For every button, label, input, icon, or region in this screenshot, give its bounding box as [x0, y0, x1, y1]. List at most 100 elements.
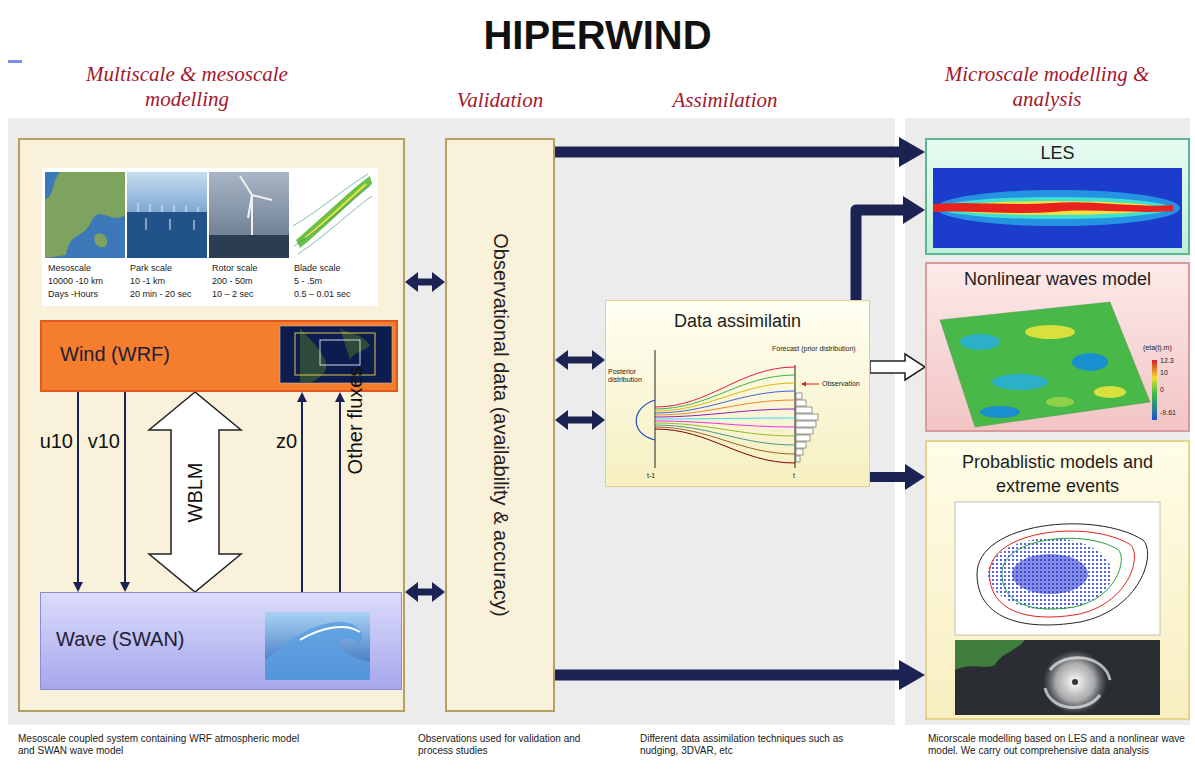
connector-line [567, 417, 593, 424]
arrow-head [405, 582, 418, 602]
connector [405, 272, 445, 292]
connector [405, 582, 445, 602]
wave-surface-part-part [1094, 386, 1126, 398]
connector [856, 196, 925, 300]
wave-surface-part [940, 302, 1150, 427]
connector-line [301, 401, 303, 592]
contour-plot-part [989, 531, 1134, 617]
box-title: Probablistic models and extreme events [927, 450, 1188, 498]
edge-label: Other fluxes [344, 366, 367, 474]
arrow-head [405, 272, 418, 292]
scale-illustration-part [127, 172, 207, 212]
box-title: Data assimilatin [606, 311, 869, 332]
box-fill [605, 300, 870, 487]
connector [555, 137, 925, 167]
ensemble-chart-part [801, 382, 806, 387]
arrow-head [73, 582, 83, 592]
connector [73, 392, 83, 592]
scale-illustration-part [138, 203, 198, 230]
connector-line [339, 401, 341, 592]
column-heading: Multiscale & mesoscale modelling [57, 62, 317, 112]
panel-fill [445, 138, 555, 712]
column-ground [8, 118, 895, 725]
box-title: Wave (SWAN) [56, 628, 185, 651]
scale-illustration-part [296, 176, 372, 248]
connector [555, 660, 925, 690]
scale-illustration-part [42, 168, 378, 306]
scale-illustration-part [291, 172, 371, 258]
rotated-text: Observational data (availability & accur… [489, 155, 512, 695]
ensemble-chart-part-part [796, 435, 810, 441]
scale-label: 10 -1 km [130, 276, 210, 286]
arrow-head [335, 392, 345, 402]
contour-plot [955, 502, 1160, 635]
arrow-head [555, 410, 568, 430]
arrow-head [592, 350, 605, 370]
wave-illustration-part [265, 612, 370, 680]
contour-plot-part [1002, 538, 1121, 609]
box-title: LES [927, 143, 1188, 164]
map-inset [280, 326, 392, 383]
satellite-image-part [1072, 679, 1078, 685]
arrow-head [432, 272, 445, 292]
contour-plot-part [955, 502, 1160, 635]
box-fill [40, 320, 398, 392]
arrow-head [120, 582, 130, 592]
les-illustration-part [933, 168, 1182, 248]
connector [555, 410, 605, 430]
column-ground [905, 118, 1190, 725]
ensemble-chart-part-part [796, 414, 818, 420]
column-heading: Assimilation [645, 88, 805, 113]
scale-label: 10 – 2 sec [212, 289, 292, 299]
les-box: LES [925, 138, 1190, 255]
edge-label: WBLM [184, 462, 207, 522]
scale-illustration-part [127, 212, 207, 258]
scale-illustration-part [305, 184, 366, 238]
connector-line [555, 147, 900, 158]
satellite-image-part [955, 640, 1025, 670]
connector [335, 392, 345, 592]
connector-line [567, 357, 593, 364]
contour-plot-part [977, 524, 1148, 625]
arrow-head [899, 137, 925, 167]
ensemble-chart-part [655, 418, 795, 419]
satellite-image-part [955, 640, 1160, 715]
map-inset-part [300, 328, 326, 382]
wave-surface-part-part [1046, 397, 1074, 407]
scale-label: 5 - .5m [294, 276, 374, 286]
connector-line [417, 279, 433, 286]
wave-surface-part-part [980, 406, 1020, 418]
box-fill [925, 440, 1190, 720]
colorbar-value: 10 [1160, 369, 1168, 377]
connector-line [124, 392, 126, 583]
validation-panel: ValidationObservational data (availabili… [445, 138, 555, 712]
ensemble-chart-part [636, 400, 655, 440]
map-inset-part [280, 326, 392, 383]
footnote: Observations used for validation and pro… [418, 733, 608, 756]
arrow-head [899, 660, 925, 690]
ensemble-chart-part-part [796, 442, 806, 448]
assimilation-box: Data assimilatin [605, 300, 870, 487]
chart-annotation: Posterior distribution [608, 368, 650, 384]
ensemble-chart-part-part [796, 449, 803, 455]
box-fill [40, 592, 402, 690]
ensemble-chart-part-part [796, 393, 802, 399]
probability-box: Probablistic models and extreme events [925, 440, 1190, 720]
connector [555, 350, 605, 370]
ensemble-chart-part [655, 423, 795, 436]
chart-annotation: Observation [822, 380, 866, 388]
box-fill [925, 138, 1190, 255]
footnote: Mesoscale coupled system containing WRF … [18, 733, 318, 756]
connector-line [856, 210, 904, 300]
column-heading: Validation [425, 88, 575, 113]
ensemble-chart-part-part [796, 407, 812, 413]
wave-illustration [265, 612, 370, 680]
scale-illustration-part [293, 174, 372, 254]
wind-model-box: Wind (WRF) [40, 320, 398, 392]
scale-illustration-part [94, 233, 107, 247]
connector-line [417, 589, 433, 596]
colorbar-value: -9.61 [1160, 409, 1176, 417]
